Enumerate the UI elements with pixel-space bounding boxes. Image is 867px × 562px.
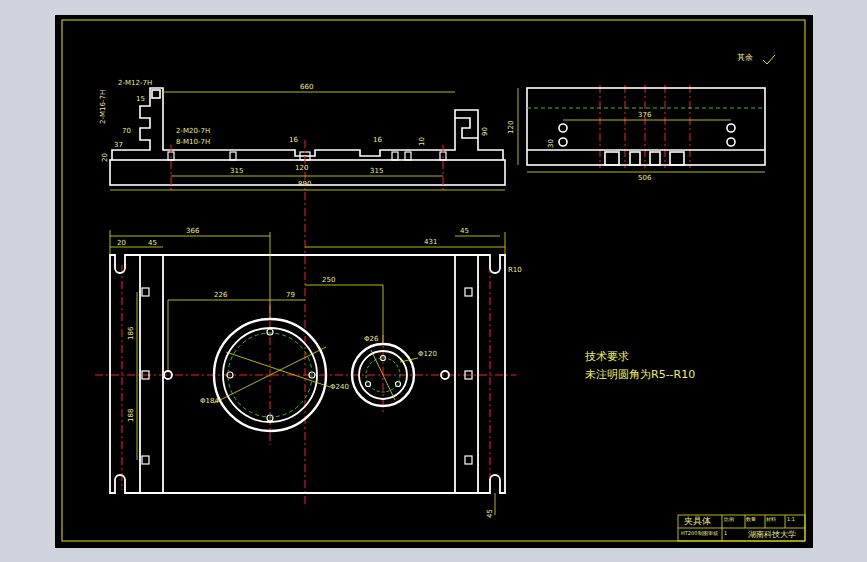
dimension-label: Φ26: [364, 336, 378, 343]
dimension-label: 431: [424, 239, 437, 246]
dimension-label: 120: [508, 121, 515, 134]
dimension-label: 2-M20-7H: [176, 128, 210, 135]
dimension-label: 数量: [746, 517, 756, 522]
dimension-label: 890: [298, 181, 311, 188]
hidden-line: [527, 108, 765, 109]
dimension-label: 315: [230, 168, 243, 175]
front-view: [110, 88, 505, 185]
dimension-label: 315: [370, 168, 383, 175]
dimension-label: 226: [214, 292, 227, 299]
dimension-label: 45: [148, 240, 157, 247]
dimension-label: 16: [289, 137, 298, 144]
dimension-label: 制图: [698, 531, 708, 536]
dimension-label: 120: [295, 165, 308, 172]
dimension-label: 湖南科技大学: [748, 531, 796, 539]
dimension-label: 技术要求: [585, 351, 629, 362]
dimension-label: 2-M12-7H: [118, 80, 152, 87]
dimension-label: 30: [548, 139, 555, 148]
side-view: [527, 88, 765, 165]
dimension-label: Φ120: [418, 351, 437, 358]
sheet: [55, 15, 813, 548]
centerlines: [95, 85, 690, 505]
dimension-label: 250: [322, 277, 335, 284]
dimension-label: 188: [128, 409, 135, 422]
dimension-label: 10: [419, 137, 426, 146]
dimension-label: 20: [102, 153, 109, 162]
dimension-label: 376: [638, 112, 651, 119]
dimension-label: Φ184: [200, 398, 219, 405]
dimension-label: 45: [460, 228, 469, 235]
dimension-label: 1:1: [787, 517, 795, 522]
dimension-label: 比例: [724, 517, 734, 522]
dimension-label: 1: [724, 531, 727, 536]
dimension-label: 660: [300, 84, 313, 91]
dimension-label: 2-M16-7H: [100, 90, 107, 124]
dimension-label: 366: [186, 228, 199, 235]
dimension-label: 15: [136, 96, 145, 103]
dimension-label: 186: [128, 327, 135, 340]
dimension-label: R10: [508, 267, 522, 274]
dimension-label: 20: [117, 240, 126, 247]
dimension-label: 其余: [737, 54, 753, 62]
dimension-label: 45: [487, 509, 494, 518]
frame: [62, 20, 805, 541]
dimension-label: HT200: [681, 531, 697, 536]
dimension-label: 8-M10-7H: [176, 139, 210, 146]
dimension-label: Φ240: [330, 384, 349, 391]
dimension-label: 材料: [766, 517, 776, 522]
dimension-label: 70: [122, 128, 131, 135]
dimension-label: 审核: [708, 531, 718, 536]
dimension-label: 37: [114, 142, 123, 149]
dimension-label: 未注明圆角为R5--R10: [585, 369, 695, 380]
dimension-label: 16: [373, 137, 382, 144]
dimension-label: 506: [638, 175, 651, 182]
dimension-label: 90: [482, 127, 489, 136]
dimension-lines: [110, 55, 805, 541]
dimension-label: 夹具体: [684, 517, 711, 526]
dimension-label: 79: [286, 292, 295, 299]
top-view: [110, 255, 505, 493]
